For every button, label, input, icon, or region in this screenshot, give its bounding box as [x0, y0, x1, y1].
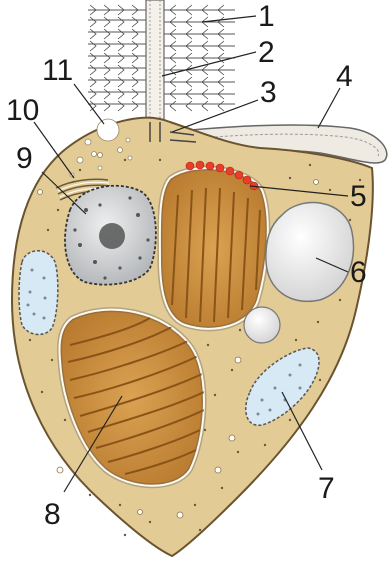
label-5: 5	[350, 180, 367, 213]
label-8: 8	[44, 498, 61, 531]
mitochondrion-left	[19, 251, 58, 335]
label-6: 6	[350, 256, 367, 289]
nucleolus	[99, 223, 125, 249]
label-4: 4	[336, 60, 353, 93]
label-2: 2	[258, 36, 275, 69]
vacuole-small	[244, 307, 280, 343]
label-3: 3	[260, 76, 277, 109]
chloroplast-upper	[160, 168, 268, 329]
anterior-flagellum	[146, 0, 164, 122]
label-7: 7	[318, 472, 335, 505]
label-9: 9	[16, 142, 33, 175]
leader-2	[162, 52, 256, 76]
label-10: 10	[6, 94, 39, 127]
leader-4	[318, 88, 340, 128]
vacuole-large	[266, 203, 354, 302]
label-1: 1	[258, 0, 275, 33]
leader-1	[202, 16, 256, 22]
label-11: 11	[42, 54, 73, 87]
